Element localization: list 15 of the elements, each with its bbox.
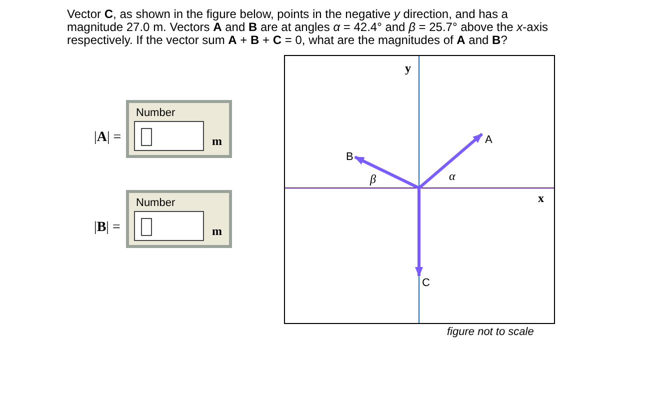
- magnitude-label: |A| =: [94, 130, 122, 146]
- vector-label: A: [485, 134, 492, 146]
- axis-label: y: [405, 61, 411, 76]
- field-label: Number: [136, 107, 176, 119]
- field-label: Number: [136, 197, 176, 209]
- unit-label: m: [212, 224, 222, 239]
- vector-label: B: [346, 151, 354, 163]
- angle-label: β: [370, 172, 376, 187]
- note-text: figure not to scale: [447, 326, 534, 338]
- unit-label: m: [212, 134, 222, 149]
- problem-text: Vector C, as shown in the figure below, points in the negative y direction, and has a magnitude 27.0 m. Vectors A and B are at angles α = 42.4° and β = 25.7° above the x-axis respectively. If the vector sum A + B + C = 0, what are the magnitudes of A and B?: [67, 8, 549, 47]
- angle-label: α: [449, 169, 456, 184]
- magnitude-label: |B| =: [94, 220, 120, 236]
- vector-label: C: [422, 277, 430, 289]
- axis-label: x: [538, 191, 544, 206]
